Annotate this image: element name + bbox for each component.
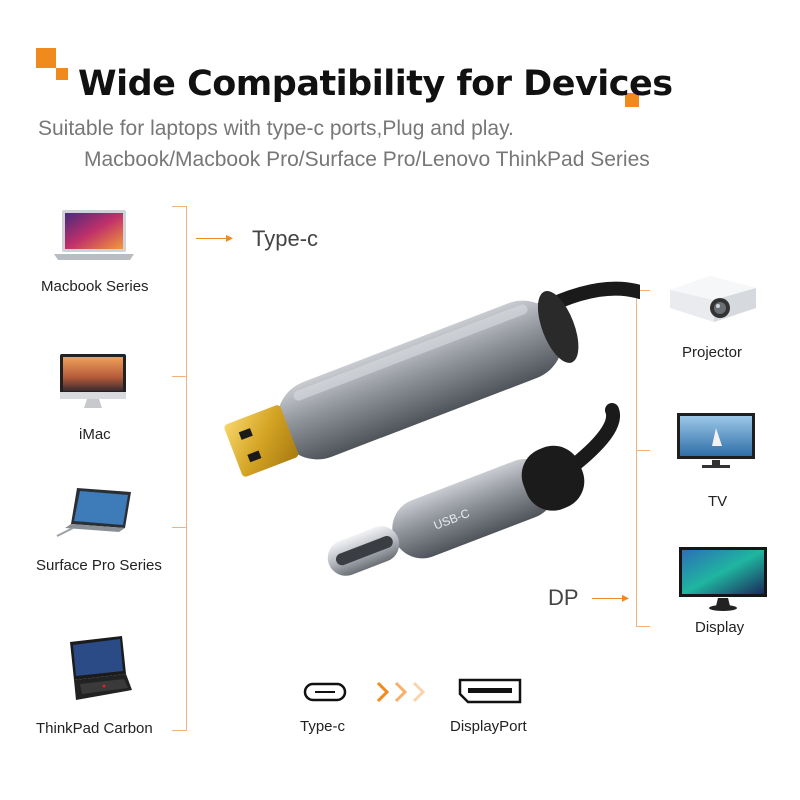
left-device-label-3: Surface Pro Series [36,557,162,574]
displayport-icon [458,678,522,704]
subtitle-line-2: Macbook/Macbook Pro/Surface Pro/Lenovo T… [84,148,650,171]
projector-icon [664,268,760,326]
dp-pointer-line [592,598,628,599]
left-device-label-4: ThinkPad Carbon [36,720,153,737]
usbc-to-dp-cable-image: USB-C [200,270,647,600]
macbook-icon [52,208,136,264]
surface-pro-icon [55,484,139,540]
right-bracket-top [636,290,650,291]
typec-arrow-icon: ▸ [226,229,234,245]
thinkpad-icon [62,634,134,702]
bottom-to-label: DisplayPort [450,718,527,735]
dp-label: DP [548,585,579,610]
tv-icon [676,412,756,470]
right-bracket-line [636,290,637,626]
typec-label: Type-c [252,226,319,251]
left-bracket-tick-3 [172,527,187,528]
left-bracket-bottom [172,730,187,731]
right-device-label-1: Projector [682,344,743,361]
typec-pointer-line [196,238,232,239]
left-bracket-tick-2 [172,376,187,377]
bottom-from-label: Type-c [300,718,346,735]
right-bracket-tick-2 [636,450,650,451]
right-device-label-2: TV [708,493,728,510]
left-bracket-top [172,206,187,207]
decor-square-right [625,93,639,107]
left-device-label-2: iMac [79,426,111,443]
imac-icon [58,352,128,412]
subtitle-line-1: Suitable for laptops with type-c ports,P… [38,117,514,140]
chevrons-right-icon [376,680,436,704]
page-title: Wide Compatibility for Devices [78,64,673,104]
left-device-label-1: Macbook Series [41,278,149,295]
dp-arrow-icon: ▸ [622,589,630,605]
right-bracket-bottom [636,626,650,627]
decor-square-large [36,48,56,68]
right-device-label-3: Display [695,619,745,636]
left-bracket-line [186,206,187,730]
typec-port-icon [303,682,347,702]
display-icon [678,546,768,612]
decor-square-small [56,68,68,80]
